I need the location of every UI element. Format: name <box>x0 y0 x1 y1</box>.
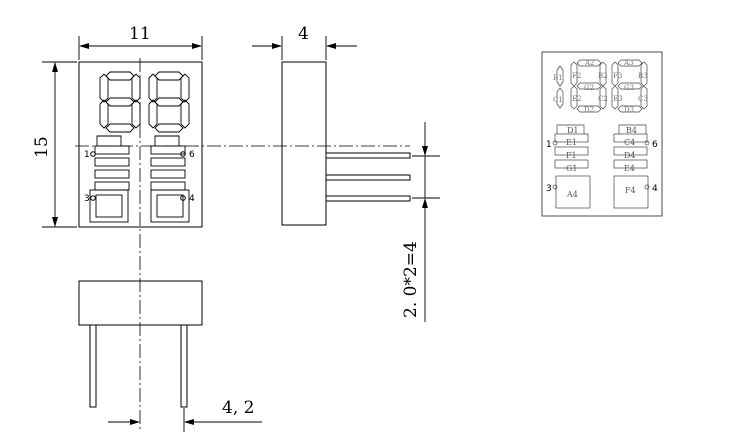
depth-dimension <box>252 36 357 60</box>
map-pin-4-label: 4 <box>652 184 658 194</box>
seg-label-g3: G3 <box>624 84 634 92</box>
seg-label-e3: E3 <box>613 95 623 103</box>
depth-value: 4 <box>298 24 309 44</box>
side-pin-bottom <box>325 195 411 202</box>
front-view <box>78 61 203 228</box>
seg-label-b1: B1 <box>553 74 563 82</box>
seg-label-e4: E4 <box>624 164 635 173</box>
side-view <box>281 61 411 226</box>
seg-label-c2: C2 <box>598 95 608 103</box>
seg-label-b2: B2 <box>598 72 608 80</box>
centerlines <box>75 58 410 432</box>
seg-label-c3: C3 <box>638 95 648 103</box>
seg-label-c1: C1 <box>553 96 563 104</box>
front-pin-6-label: 6 <box>189 150 195 160</box>
height-dimension <box>42 61 77 228</box>
seg-label-a3: A3 <box>623 59 634 67</box>
seg-label-d2: D2 <box>584 106 594 114</box>
seg-label-f4: F4 <box>625 186 636 195</box>
seg-label-a4: A4 <box>566 190 578 199</box>
width-value: 11 <box>129 24 151 44</box>
map-pin-3-label: 3 <box>546 184 552 194</box>
front-digit-left <box>99 71 141 133</box>
front-body-outline <box>78 61 203 228</box>
side-pin-top <box>325 152 411 159</box>
seg-label-d4: D4 <box>624 151 636 160</box>
map-pin-1-label: 1 <box>546 140 552 150</box>
bottom-view <box>78 280 203 408</box>
seg-label-b3: B3 <box>638 72 648 80</box>
segment-map <box>541 51 663 217</box>
front-bars-left <box>89 135 130 223</box>
seg-label-e1: E1 <box>566 138 577 147</box>
front-bars-right <box>150 135 190 223</box>
seg-label-g1: G1 <box>566 164 577 173</box>
pin-spacing-value: 2. 0*2=4 <box>401 241 421 318</box>
map-pin-6-label: 6 <box>652 140 658 150</box>
pin-row-dimension <box>108 408 262 432</box>
seg-label-f1: F1 <box>566 151 577 160</box>
seg-label-b4: B4 <box>626 126 637 135</box>
front-pin-3-label: 3 <box>84 194 90 204</box>
seg-label-a2: A2 <box>584 59 595 67</box>
side-body-outline <box>281 61 327 226</box>
bottom-body-outline <box>78 280 203 326</box>
front-pin-4-label: 4 <box>189 194 195 204</box>
bottom-pin-left <box>89 324 97 408</box>
pin-spacing-dimension <box>412 122 440 322</box>
pin-row-value: 4, 2 <box>222 398 254 418</box>
segment-map-outline <box>541 51 663 217</box>
seg-label-d1: D1 <box>567 126 579 135</box>
seg-label-d3: D3 <box>624 106 634 114</box>
front-digit-right <box>148 71 190 133</box>
width-dimension <box>78 36 203 60</box>
seg-label-f2: F2 <box>572 72 581 80</box>
seg-label-g2: G2 <box>584 84 594 92</box>
bottom-pin-right <box>180 324 188 408</box>
seg-label-e2: E2 <box>572 95 582 103</box>
front-pin-1-label: 1 <box>84 150 90 160</box>
side-pin-middle <box>325 174 411 181</box>
height-value: 15 <box>32 136 52 158</box>
seg-label-c4: C4 <box>624 138 635 147</box>
seg-label-f3: F3 <box>613 72 622 80</box>
